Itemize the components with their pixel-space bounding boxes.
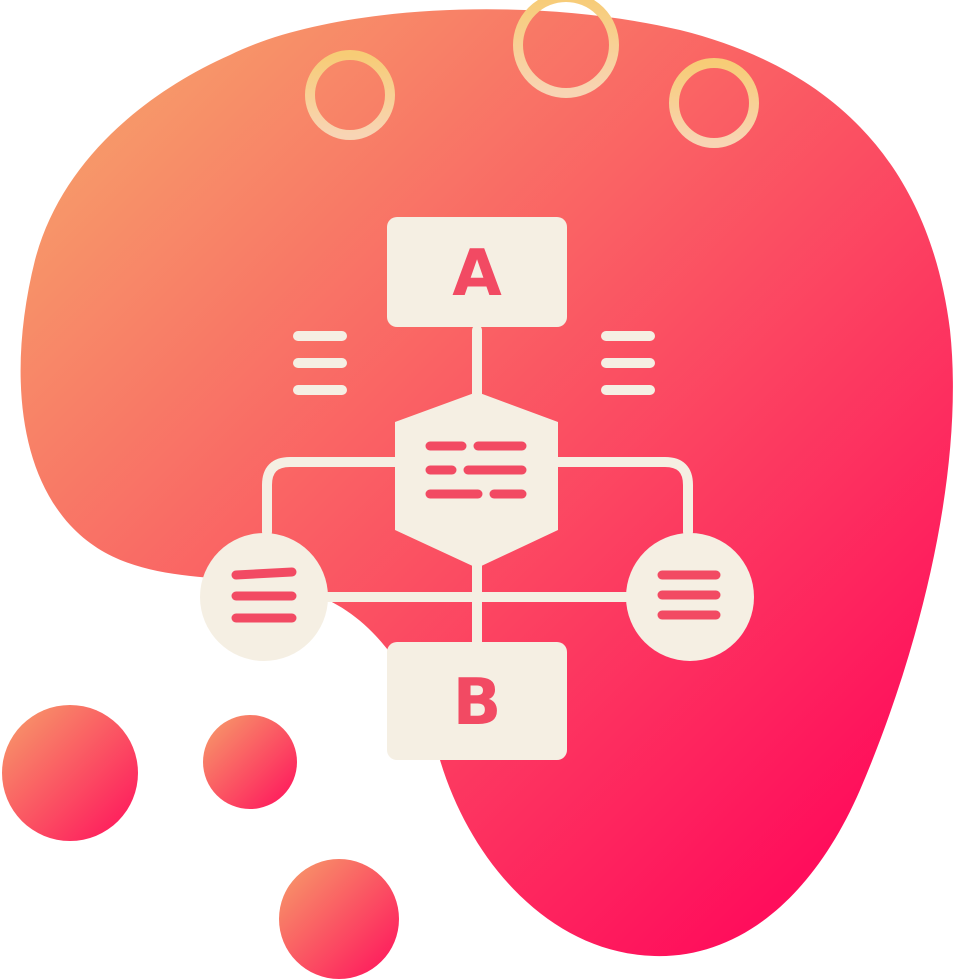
decor-ring-right: [669, 58, 759, 148]
decor-dot-medium: [203, 715, 297, 809]
node-b-box: [387, 642, 567, 760]
node-b-label: B: [453, 666, 502, 740]
decor-dot-bottom: [279, 859, 399, 979]
node-a-label: A: [452, 237, 502, 311]
right-notes-icon: [601, 331, 655, 395]
left-node-lines: [231, 567, 297, 623]
decor-ring-left: [305, 50, 395, 140]
decision-hexagon: [395, 392, 558, 568]
node-a-box: [387, 217, 567, 327]
left-notes-icon: [293, 331, 347, 395]
decor-ring-middle: [513, 0, 619, 98]
decor-dot-large: [2, 705, 138, 841]
right-node-lines: [657, 570, 721, 620]
decision-text-lines: [425, 441, 527, 499]
flow-connectors: [262, 325, 693, 650]
